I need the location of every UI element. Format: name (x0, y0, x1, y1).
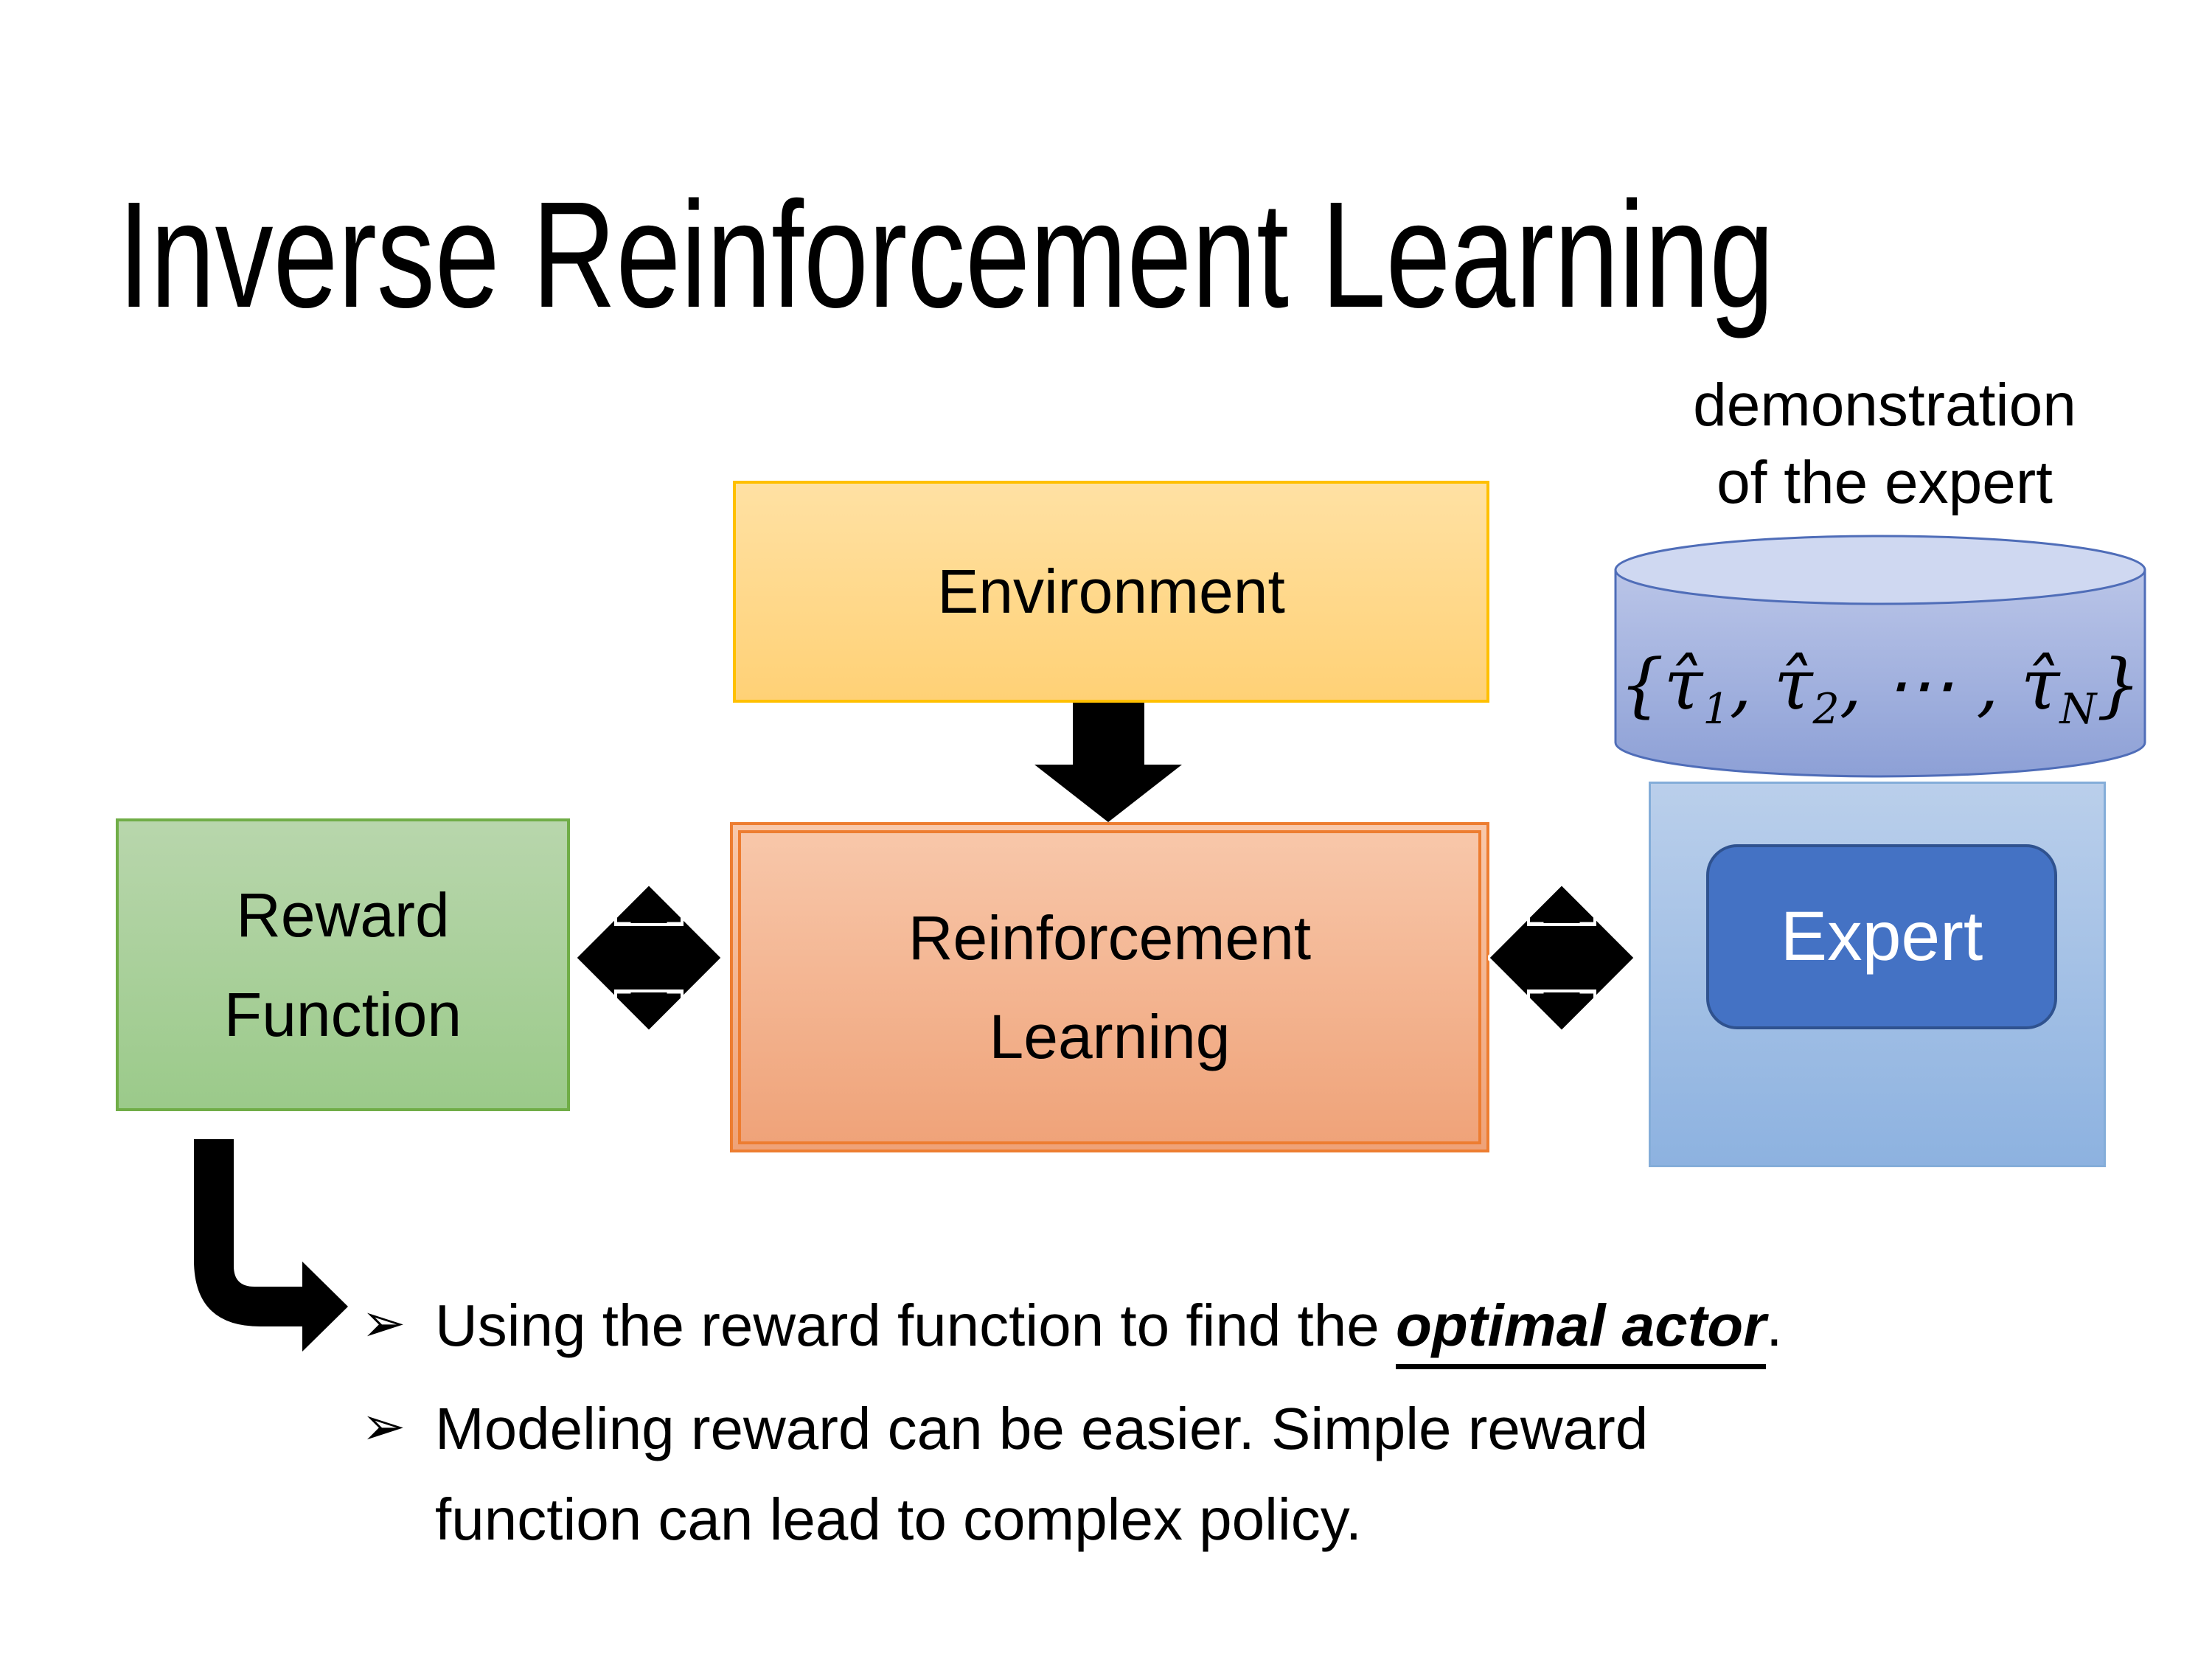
bullet-modeling-reward: ➢ Modeling reward can be easier. Simple … (361, 1383, 1762, 1565)
formula-open-brace: { (1619, 644, 1664, 726)
arrowhead-bullet-icon: ➢ (361, 1397, 406, 1456)
caption-line-1: demonstration (1693, 372, 2076, 439)
formula-tau-n: τ̂ (2020, 644, 2060, 726)
formula-tau-1: τ̂ (1663, 644, 1703, 726)
formula-sub-1: 1 (1703, 685, 1730, 734)
expert-demonstration-caption: demonstration of the expert (1585, 367, 2184, 522)
double-arrow-reward-rl-icon (575, 883, 723, 1032)
reward-function-box: Reward Function (116, 818, 570, 1111)
bullet-1-prefix: Using the reward function to find the (435, 1293, 1396, 1358)
formula-tau-2: τ̂ (1773, 644, 1813, 726)
trajectory-set-formula: {τ̂1, τ̂2, ⋯ , τ̂N} (1614, 643, 2146, 734)
formula-sep-1: , (1729, 644, 1774, 726)
expert-label: Expert (1780, 897, 1983, 975)
environment-box: Environment (733, 481, 1489, 703)
expert-box: Expert (1706, 844, 2057, 1029)
environment-label: Environment (937, 557, 1285, 627)
down-arrow (1034, 703, 1182, 822)
formula-sub-n: N (2059, 685, 2097, 734)
caption-line-2: of the expert (1717, 448, 2053, 516)
formula-sep-2: , ⋯ , (1839, 644, 2021, 726)
formula-close-brace: } (2096, 644, 2141, 726)
bullet-1-text: Using the reward function to find the op… (435, 1293, 1783, 1369)
arrowhead-bullet-icon: ➢ (361, 1294, 406, 1353)
formula-sub-2: 2 (1812, 685, 1840, 734)
reinforcement-learning-label: Reinforcement Learning (908, 902, 1312, 1071)
bullet-1-suffix: . (1766, 1293, 1783, 1358)
page-title: Inverse Reinforcement Learning (118, 170, 1775, 339)
reward-function-label: Reward Function (223, 880, 462, 1049)
elbow-arrow (194, 1139, 348, 1352)
bullet-2-text: Modeling reward can be easier. Simple re… (435, 1396, 1649, 1553)
bullet-optimal-actor: ➢ Using the reward function to find the … (361, 1280, 1783, 1371)
reinforcement-learning-box: Reinforcement Learning (730, 822, 1489, 1152)
bullet-1-emphasis: optimal actor (1395, 1293, 1767, 1369)
demonstration-database-icon (1614, 535, 2146, 778)
double-arrow-rl-expert-icon (1488, 883, 1635, 1032)
